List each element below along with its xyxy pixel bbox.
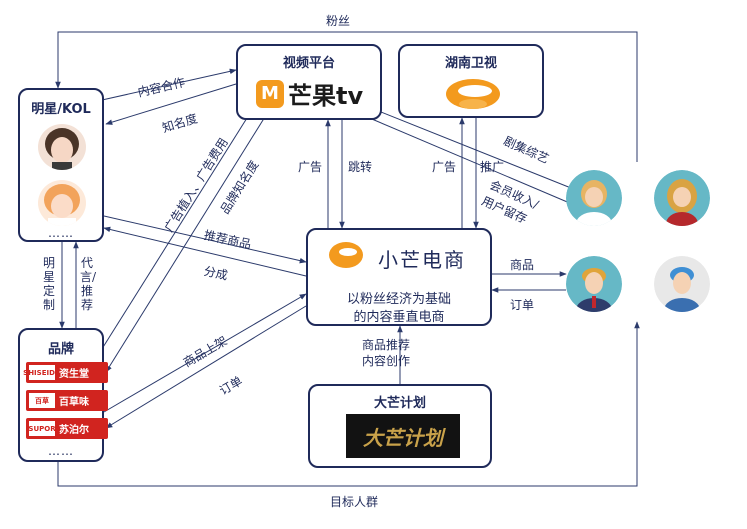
xiaomang-title: 小芒电商 [378, 248, 466, 272]
kol-avatar-2 [38, 180, 86, 226]
label-target: 目标人群 [330, 495, 379, 509]
arrow-member-income [359, 113, 573, 205]
label-ad-right: 广告 [432, 160, 457, 174]
label-goods-rec: 商品推荐 [362, 338, 411, 352]
kol-more: …… [48, 226, 74, 240]
damang-title: 大芒计划 [373, 396, 426, 411]
mango-tv-icon: M [256, 79, 284, 108]
arrow-target-to-users [57, 321, 640, 487]
platform-node: 视频平台 M 芒果tv [236, 44, 382, 120]
user-avatar-3 [566, 256, 622, 312]
label-ad-left: 广告 [298, 160, 323, 174]
label-goods-to-user: 商品 [510, 258, 535, 272]
supor-logo-icon: SUPOR [28, 421, 56, 436]
arrow-content-coop [101, 68, 237, 101]
brand-more: …… [48, 444, 74, 458]
label-endorse: 代言/推荐 [80, 256, 97, 312]
mango-tv-wordmark: 芒果tv [288, 82, 364, 110]
damang-node: 大芒计划 大芒计划 [308, 384, 492, 468]
xiaomang-logo-icon [329, 242, 363, 268]
kol-node: 明星/KOL …… [18, 88, 104, 242]
xiaomang-desc-line1: 以粉丝经济为基础 [346, 292, 451, 307]
user-avatar-1 [566, 170, 622, 226]
mango-tv-logo: M 芒果tv [256, 76, 363, 111]
label-order-user: 订单 [510, 298, 535, 312]
brand-title: 品牌 [47, 342, 74, 357]
kol-avatar-1 [38, 124, 86, 170]
xiaomang-node: 小芒电商 以粉丝经济为基础 的内容垂直电商 [306, 228, 492, 326]
hunan-tv-title: 湖南卫视 [444, 56, 497, 71]
user-avatar-4 [654, 256, 710, 312]
label-star-custom: 明星定制 [42, 256, 55, 312]
xiaomang-desc-line2: 的内容垂直电商 [353, 310, 445, 325]
label-promote: 推广 [480, 160, 505, 174]
arrow-ads-placement [99, 109, 253, 353]
hunan-tv-node: 湖南卫视 [398, 44, 544, 118]
arrow-drama-variety [355, 101, 577, 191]
arrow-popularity [105, 83, 237, 125]
arrow-goods-listing [103, 293, 307, 413]
arrow-fans-to-kol [55, 31, 638, 162]
label-jump: 跳转 [348, 160, 373, 174]
kol-title: 明星/KOL [31, 102, 91, 117]
brand-item-baicaowei: 百草百草味 [26, 390, 108, 411]
hunan-tv-logo-icon [446, 79, 500, 109]
user-avatar-2 [654, 170, 710, 226]
arrow-share [103, 226, 307, 277]
arrow-order-brand [105, 305, 307, 429]
baicaowei-logo-icon: 百草 [29, 393, 55, 408]
arrow-recommend-goods [103, 215, 307, 264]
shiseido-logo-icon: SHISEIDO [23, 365, 61, 380]
damang-banner-text: 大芒计划 [363, 425, 443, 450]
arrow-brand-awareness [105, 111, 269, 373]
label-fans: 粉丝 [326, 14, 351, 28]
platform-title: 视频平台 [282, 56, 335, 71]
damang-banner: 大芒计划 [346, 414, 460, 458]
label-content-creation: 内容创作 [362, 354, 411, 368]
